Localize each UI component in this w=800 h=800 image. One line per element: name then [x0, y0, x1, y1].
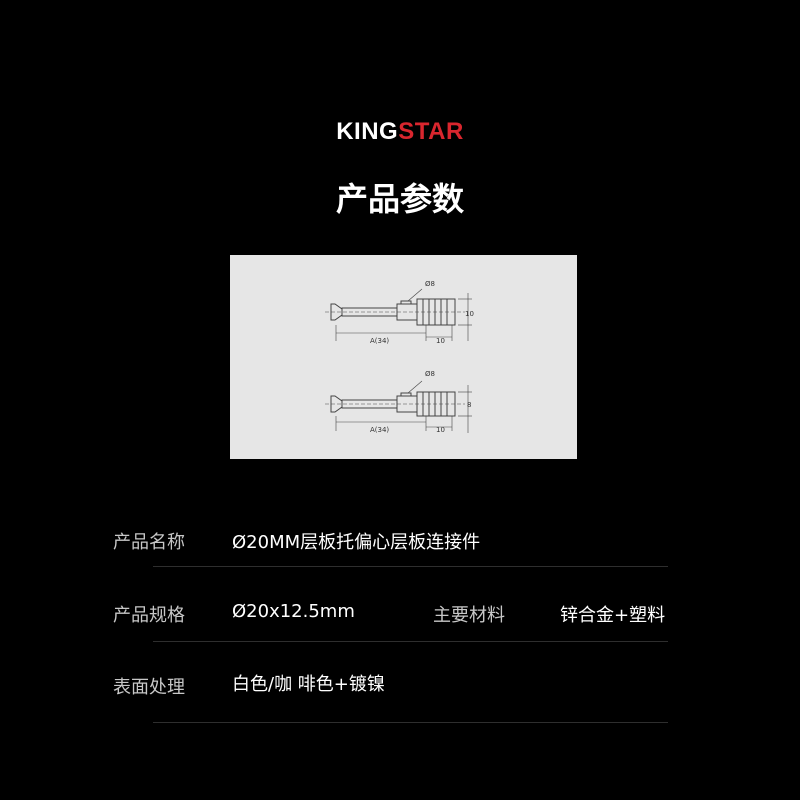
surface-finish-value: 白色/咖 啡色+镀镍	[232, 674, 385, 695]
connector-bottom	[325, 380, 472, 433]
brand-logo: KINGSTAR	[0, 118, 800, 146]
bottom-length-label: A(34)	[370, 426, 389, 434]
surface-finish-label: 表面处理	[113, 677, 185, 698]
brand-logo-star: STAR	[398, 118, 464, 145]
top-dim-label: 10	[436, 337, 445, 345]
page-title: 产品参数	[335, 180, 464, 218]
material-value: 锌合金+塑料	[560, 605, 666, 626]
top-diameter-label: Ø8	[425, 280, 435, 288]
bottom-dim-label: 10	[436, 426, 445, 434]
connector-top	[325, 288, 472, 341]
product-size-value: Ø20x12.5mm	[232, 601, 355, 622]
product-size-label: 产品规格	[113, 605, 185, 626]
divider	[153, 566, 668, 567]
bottom-diameter-label: Ø8	[425, 370, 435, 378]
top-height-label: 10	[465, 310, 474, 318]
brand-logo-king: KING	[336, 118, 399, 145]
product-dimension-diagram: Ø8 A(34) 10 10 Ø8 A(34)	[230, 255, 577, 459]
top-length-label: A(34)	[370, 337, 389, 345]
divider	[153, 722, 668, 723]
dimension-drawing: Ø8 A(34) 10 10 Ø8 A(34)	[325, 280, 474, 434]
material-label: 主要材料	[433, 605, 505, 626]
bottom-height-label: 8	[467, 401, 471, 409]
product-name-value: Ø20MM层板托偏心层板连接件	[232, 532, 481, 553]
divider	[153, 641, 668, 642]
product-name-label: 产品名称	[113, 532, 185, 553]
